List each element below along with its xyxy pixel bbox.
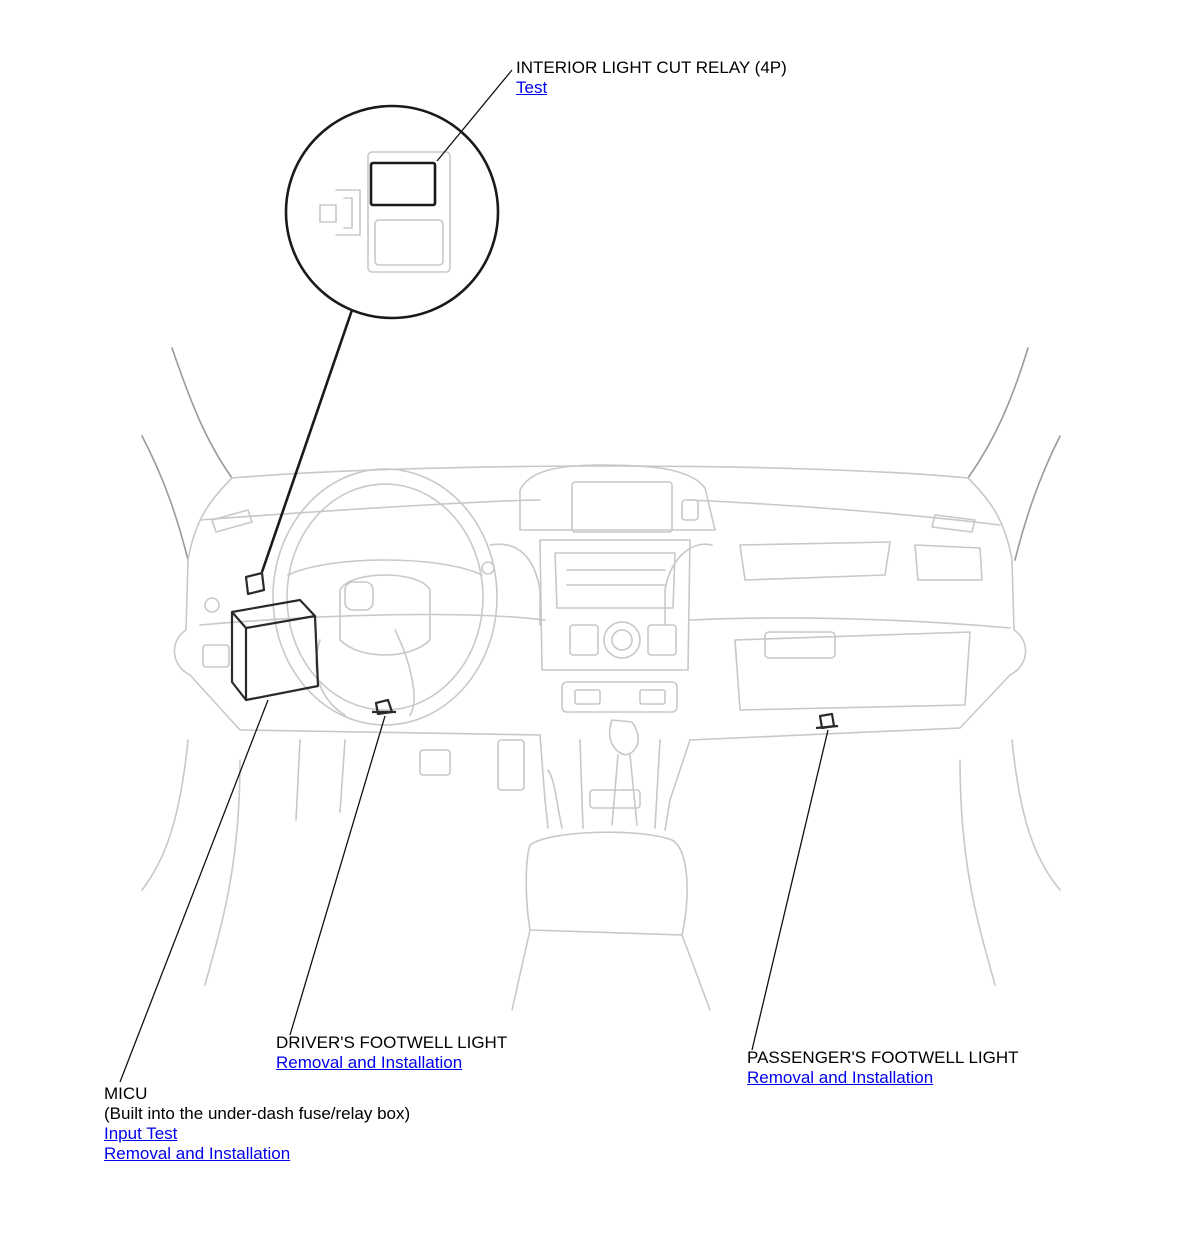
passenger-light-removal-link[interactable]: Removal and Installation (747, 1068, 934, 1087)
micu-title: MICU (104, 1084, 148, 1103)
micu-box (230, 571, 320, 702)
callout-passengers-footwell-light: PASSENGER'S FOOTWELL LIGHT Removal and I… (747, 1048, 1019, 1088)
relay-test-link[interactable]: Test (516, 78, 548, 97)
callout-interior-light-cut-relay: INTERIOR LIGHT CUT RELAY (4P) Test (516, 58, 787, 98)
footwell-light-icons (372, 698, 839, 730)
micu-subtitle: (Built into the under-dash fuse/relay bo… (104, 1104, 411, 1123)
a-pillars (141, 347, 1061, 561)
callout-drivers-footwell-light: DRIVER'S FOOTWELL LIGHT Removal and Inst… (276, 1033, 507, 1073)
micu-input-test-link[interactable]: Input Test (104, 1124, 178, 1143)
micu-removal-link[interactable]: Removal and Installation (104, 1144, 291, 1163)
center-console (511, 719, 711, 1011)
passenger-light-title: PASSENGER'S FOOTWELL LIGHT (747, 1048, 1019, 1067)
driver-light-title: DRIVER'S FOOTWELL LIGHT (276, 1033, 508, 1052)
floor (141, 739, 1061, 986)
relay-title: INTERIOR LIGHT CUT RELAY (4P) (516, 58, 787, 77)
relay-magnifier (260, 104, 500, 573)
leader-lines (119, 69, 829, 1083)
steering-wheel (272, 468, 498, 726)
driver-light-removal-link[interactable]: Removal and Installation (276, 1053, 463, 1072)
center-stack (519, 464, 716, 713)
dashboard-outline (173, 465, 1027, 741)
callout-micu: MICU (Built into the under-dash fuse/rel… (104, 1084, 410, 1164)
